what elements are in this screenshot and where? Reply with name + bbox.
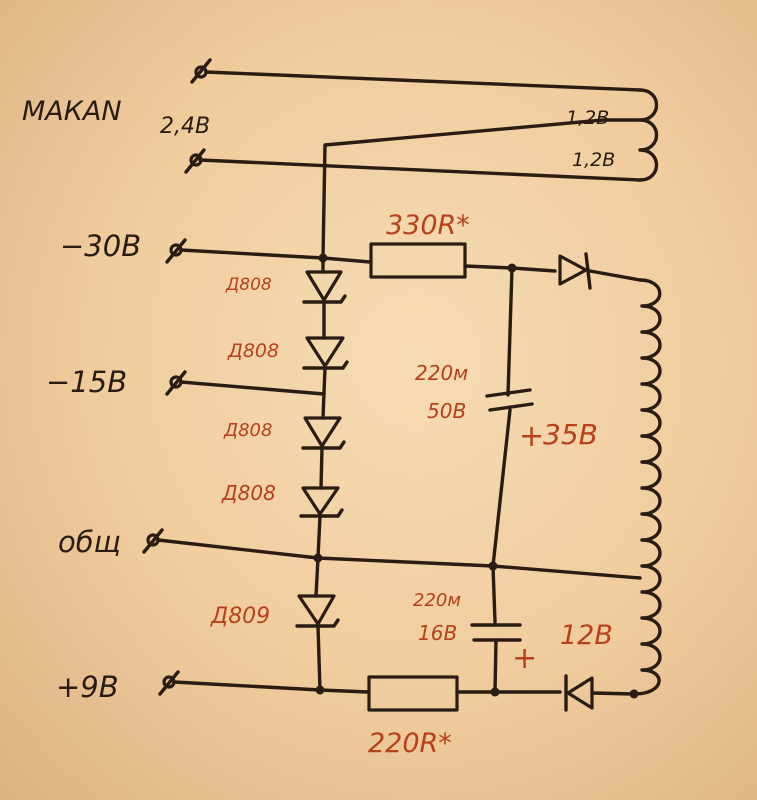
resistor-220r — [367, 675, 459, 712]
zener-diode-4 — [299, 486, 344, 518]
label-resistor-330r: 330R* — [386, 210, 470, 241]
resistor-330r — [369, 242, 467, 279]
label-zener-5: Д809 — [210, 604, 270, 629]
label-zener-4: Д808 — [221, 481, 276, 505]
wire-diode-to-coil — [590, 691, 636, 696]
wire-plus-9v — [172, 680, 370, 694]
zener-diode-5 — [295, 594, 340, 628]
wire-minus-30v — [179, 248, 372, 264]
junction-dot — [629, 689, 639, 699]
junction-dot — [507, 263, 517, 273]
capacitor-c2 — [470, 623, 522, 642]
wire-d3-d4 — [319, 446, 324, 490]
junction-dot — [490, 687, 500, 697]
terminal-2-4v — [184, 148, 206, 174]
label-zener-1: Д808 — [225, 275, 272, 295]
wire-2-4v — [198, 158, 642, 182]
capacitor-c1 — [485, 388, 534, 412]
junction-dot — [488, 561, 498, 571]
wire-top — [204, 70, 642, 92]
coil-right — [632, 278, 662, 696]
label-zener-2: Д808 — [227, 340, 279, 362]
junction-dot — [315, 685, 325, 695]
diode-bottom-right — [564, 674, 594, 712]
label-zener-3: Д808 — [223, 420, 272, 441]
label-makan: МАКАN — [22, 96, 122, 127]
label-12v: 12В — [560, 620, 613, 651]
label-c1-value: 220м — [415, 361, 468, 385]
label-c2-plus: + — [512, 641, 537, 676]
label-minus-30v: −30В — [60, 229, 141, 263]
diode-top-right — [558, 252, 592, 290]
wire-d5-bottom — [316, 624, 322, 692]
label-plus-9v: +9В — [56, 670, 119, 704]
wire-winding-mid — [321, 118, 642, 260]
label-2-4v: 2,4В — [160, 114, 210, 139]
label-winding-bottom: 1,2В — [572, 149, 615, 171]
label-35v: 35В — [543, 418, 598, 451]
wire-c1-bottom — [491, 408, 512, 568]
wire-minus-15v — [179, 380, 326, 396]
wire-c2-top — [491, 564, 497, 624]
wire-c1-top — [506, 266, 514, 397]
zener-diode-3 — [301, 416, 346, 450]
zener-diode-2 — [302, 336, 349, 370]
wire-common — [156, 538, 642, 580]
winding-12v — [638, 88, 658, 182]
junction-dot — [318, 253, 328, 263]
wire-c2-bottom — [493, 638, 498, 694]
label-c1-voltage: 50В — [427, 399, 466, 423]
junction-dot — [313, 553, 323, 563]
label-c2-value: 220м — [413, 590, 461, 611]
label-resistor-220r: 220R* — [368, 728, 452, 759]
label-winding-top: 1,2В — [566, 107, 609, 129]
zener-diode-1 — [302, 270, 347, 304]
label-c2-voltage: 16В — [418, 621, 457, 645]
label-common: общ — [58, 525, 121, 559]
label-minus-15v: −15В — [46, 365, 127, 399]
label-c1-plus: + — [519, 419, 544, 454]
wire-to-coil — [588, 269, 642, 282]
